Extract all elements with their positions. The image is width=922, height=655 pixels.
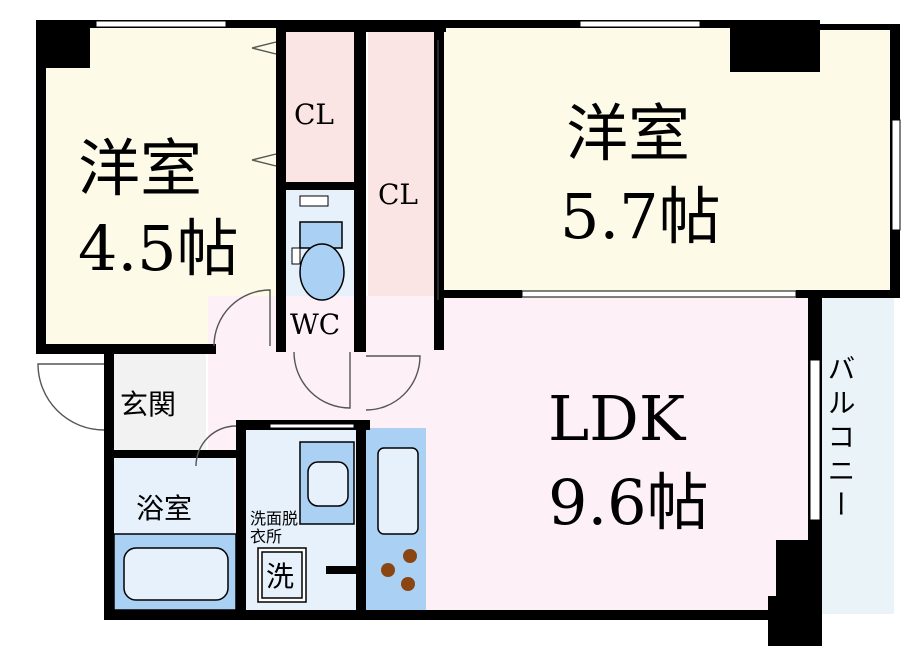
western-room-large-name: 洋室 <box>566 97 690 170</box>
wall-block <box>236 420 246 620</box>
washer-space <box>257 547 307 603</box>
washroom-label-line2: 衣所 <box>250 527 282 546</box>
wall-block <box>104 354 114 620</box>
wall-block <box>434 28 444 350</box>
stove-burner <box>401 577 415 591</box>
entrance-label: 玄関 <box>120 388 176 421</box>
toilet-fixture <box>291 195 345 301</box>
wall-block <box>796 290 900 298</box>
ldk-size: 9.6帖 <box>548 466 709 539</box>
bathtub <box>113 533 237 611</box>
kitchen-fixtures <box>377 447 419 591</box>
window <box>269 423 355 429</box>
window <box>95 20 227 28</box>
wall-block <box>356 420 366 616</box>
wash-basin <box>299 441 355 525</box>
windows <box>95 20 901 521</box>
washroom-label-line1: 洗面脱 <box>250 509 298 528</box>
toilet-paper <box>291 247 301 265</box>
western-room-small-size: 4.5帖 <box>78 212 239 285</box>
doors <box>37 40 439 467</box>
hall-floor <box>208 348 368 428</box>
western-room-small-name: 洋室 <box>78 132 202 205</box>
wall-block <box>354 28 366 352</box>
toilet-label: WC <box>290 308 340 341</box>
window <box>891 119 901 231</box>
wall-block <box>104 610 804 620</box>
wall-block <box>104 450 244 458</box>
wall-block <box>278 20 446 32</box>
washer-label: 洗 <box>266 560 294 593</box>
washer-box-inner <box>261 551 303 599</box>
wall-block <box>442 290 522 298</box>
ldk-name: LDK <box>548 382 687 455</box>
window <box>809 359 821 521</box>
balcony-label: バルコニー <box>824 354 857 524</box>
western-room-large-size: 5.7帖 <box>560 180 721 253</box>
closet-b-label: CL <box>378 178 418 211</box>
stove-burner <box>381 563 395 577</box>
wall-block <box>768 596 822 646</box>
door-swing <box>293 351 351 409</box>
basin-bowl <box>307 461 349 507</box>
wall-block <box>36 344 216 354</box>
balcony <box>822 296 894 614</box>
kitchen-sink <box>377 447 419 535</box>
door-swing <box>213 289 271 347</box>
closet-a-label: CL <box>294 98 334 131</box>
closet-door <box>251 41 277 167</box>
window <box>521 290 797 298</box>
closet-b <box>368 32 436 340</box>
window <box>579 20 701 28</box>
wall-block <box>730 20 820 72</box>
door-swing <box>365 355 421 411</box>
bathroom-label: 浴室 <box>136 492 192 525</box>
wall-block <box>820 24 894 30</box>
door-swing <box>37 363 105 431</box>
toilet-bowl <box>299 243 345 301</box>
entrance-room <box>112 352 206 450</box>
closet-a <box>282 32 354 182</box>
wall-block <box>36 20 46 354</box>
bathtub-inner <box>123 547 229 601</box>
wall-block <box>326 566 356 574</box>
wall-block <box>286 182 356 190</box>
stove-burner <box>403 549 417 563</box>
door-swing <box>195 425 237 467</box>
wall-block <box>276 28 286 352</box>
western-room-small <box>40 28 278 348</box>
toilet-niche <box>299 195 329 207</box>
